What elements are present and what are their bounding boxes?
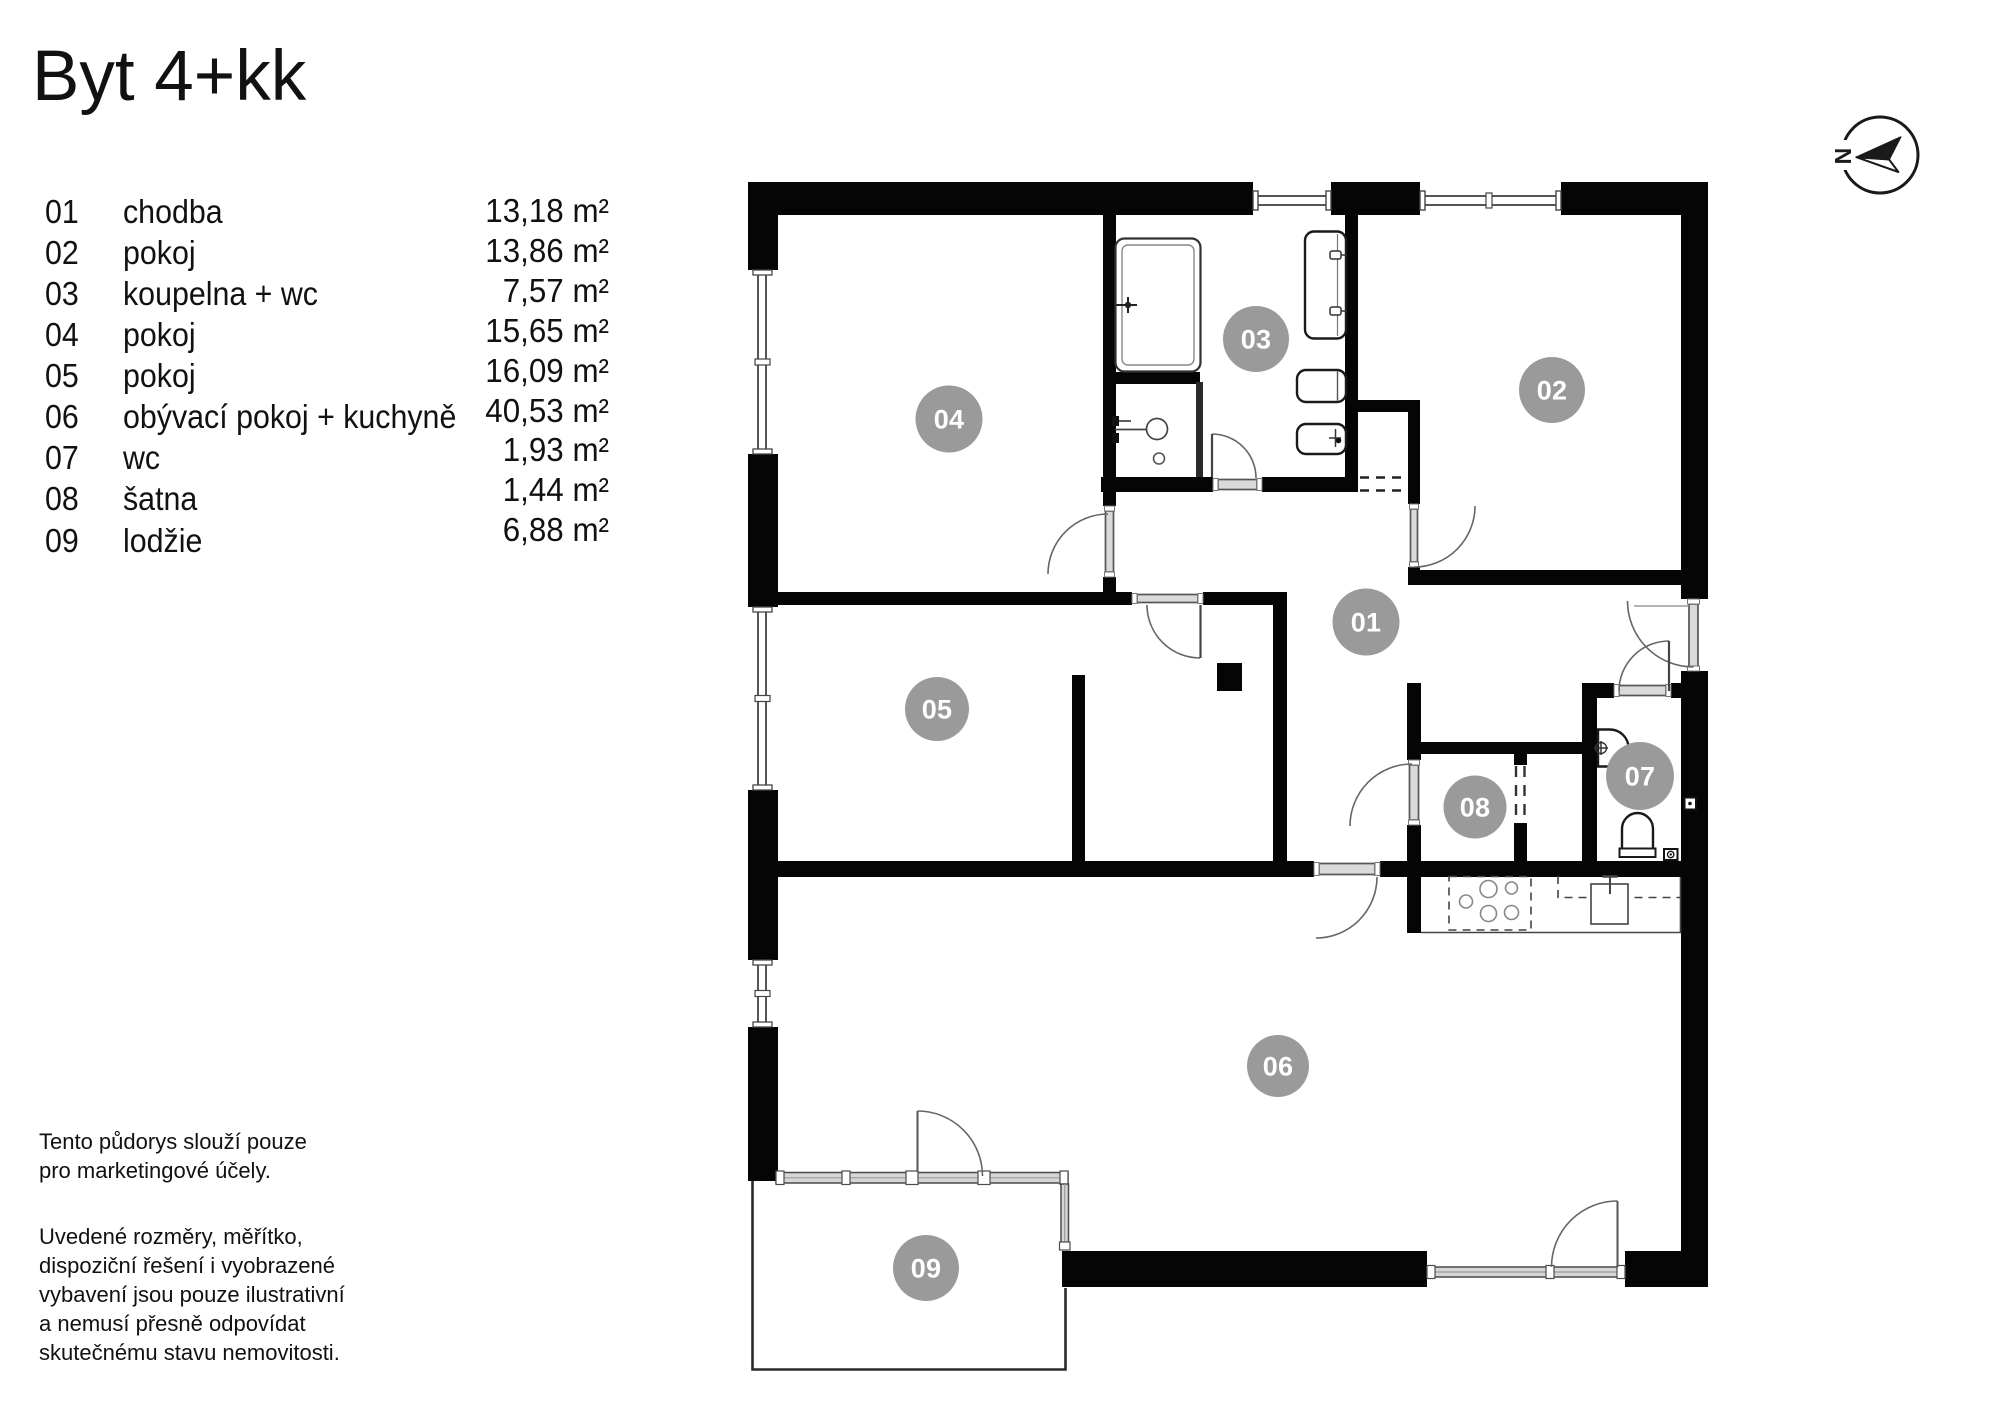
svg-text:04: 04 bbox=[934, 405, 964, 435]
svg-text:N: N bbox=[1830, 148, 1856, 165]
svg-text:02: 02 bbox=[1537, 376, 1567, 406]
svg-text:05: 05 bbox=[922, 695, 952, 725]
svg-text:08: 08 bbox=[1460, 793, 1490, 823]
svg-text:01: 01 bbox=[1351, 608, 1381, 638]
svg-text:06: 06 bbox=[1263, 1052, 1293, 1082]
svg-text:07: 07 bbox=[1625, 762, 1655, 792]
svg-text:09: 09 bbox=[911, 1254, 941, 1284]
svg-text:03: 03 bbox=[1241, 325, 1271, 355]
